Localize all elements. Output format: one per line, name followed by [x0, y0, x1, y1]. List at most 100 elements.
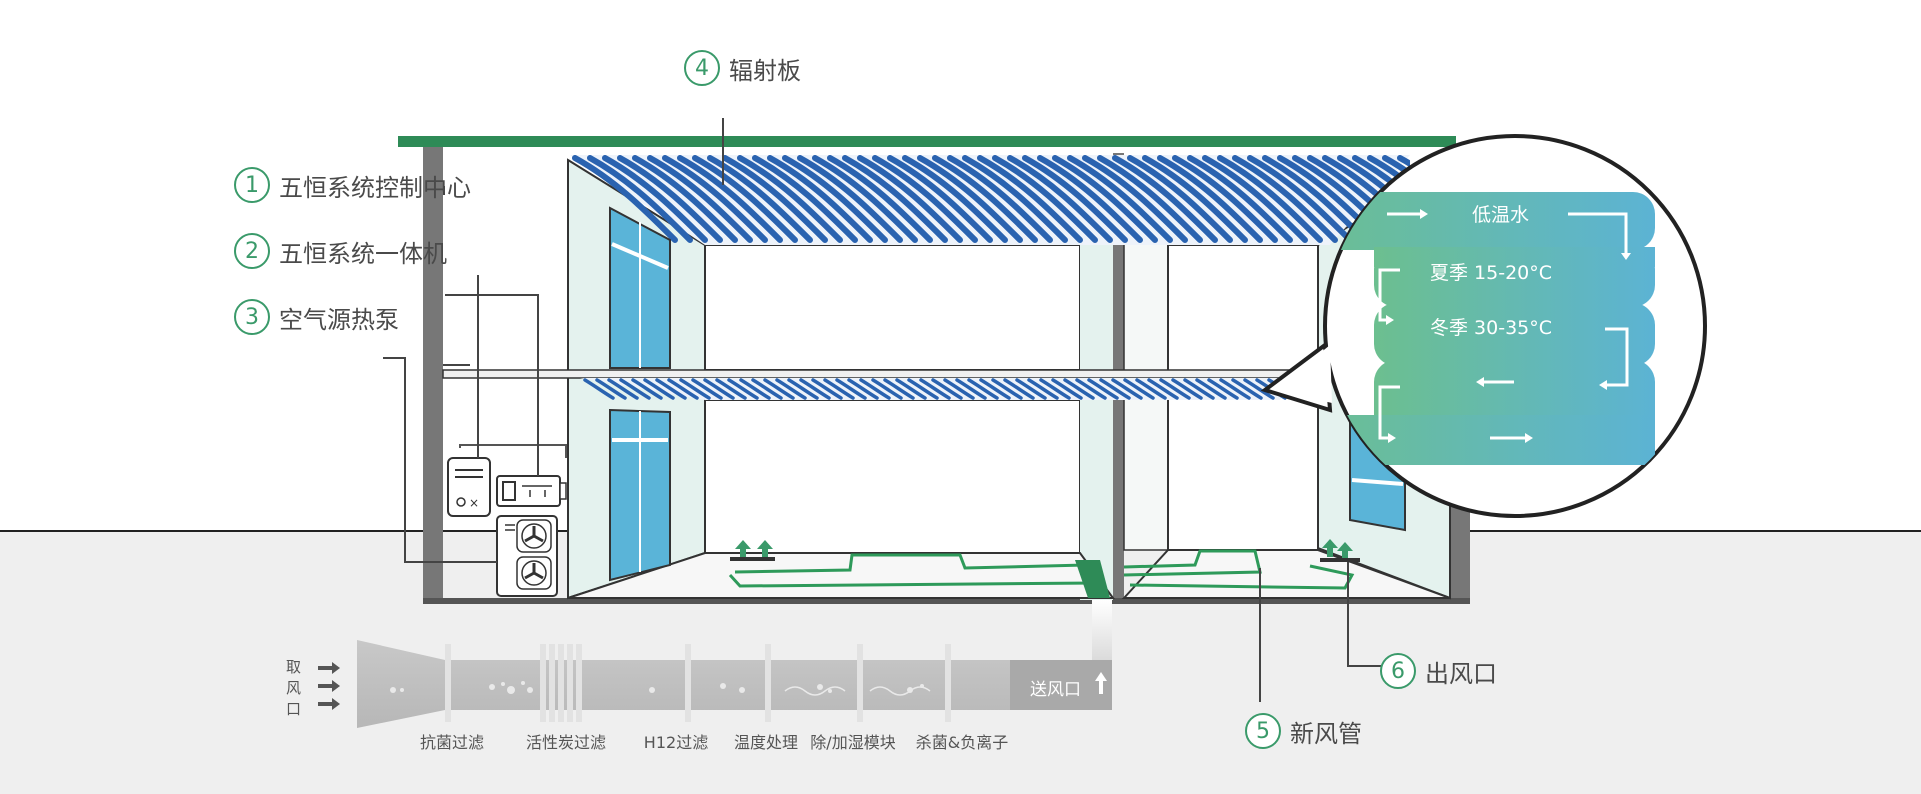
callout-air-outlet: 6 出风口 — [1380, 653, 1497, 689]
callout-radiant-panel: 4 辐射板 — [684, 50, 801, 86]
coil-loop — [1187, 155, 1293, 243]
coil-loop — [619, 378, 651, 400]
equipment-piping — [459, 444, 567, 458]
coil-loop — [1111, 378, 1143, 400]
airflow-waves — [784, 686, 931, 696]
callout-label: 五恒系统控制中心 — [279, 173, 471, 202]
coil-loop — [1127, 155, 1233, 243]
integrated-unit — [496, 475, 567, 507]
coil-loop — [1003, 378, 1035, 400]
coil-loop — [1247, 155, 1353, 243]
coil-loop — [1007, 155, 1113, 243]
coil-loop — [797, 155, 903, 243]
coil-loop — [1157, 155, 1263, 243]
coil-loop — [647, 155, 753, 243]
ground-floor-slab — [423, 598, 1470, 604]
coil-loop — [752, 155, 858, 243]
coil-loop — [902, 155, 1008, 243]
callout-number: 6 — [1380, 653, 1416, 689]
coil-loop — [1022, 155, 1128, 243]
filter-plate — [540, 644, 546, 722]
filter-plate — [945, 644, 951, 722]
stage-sterilization: 杀菌&负离子 — [915, 733, 1009, 752]
callout-number: 4 — [684, 50, 720, 86]
coil-loop — [787, 378, 819, 400]
supply-outlet-label: 送风口 — [1030, 680, 1081, 700]
callout-label: 辐射板 — [729, 56, 801, 85]
coil-loop — [1015, 378, 1047, 400]
water-flow-bands — [1325, 192, 1655, 465]
coil-loop — [775, 378, 807, 400]
lower-room-back-wall — [704, 399, 1081, 554]
coil-loop — [1217, 155, 1323, 243]
intake-char-3: 口 — [286, 700, 302, 718]
coil-loop — [907, 378, 939, 400]
filter-plate — [445, 644, 451, 722]
filter-stages — [445, 644, 951, 722]
radiant-panel-coils — [572, 155, 1410, 243]
coil-loop — [917, 155, 1023, 243]
leader-lines — [383, 118, 1382, 702]
stage-antibacterial-filter: 抗菌过滤 — [419, 733, 485, 752]
stage-h12-filter: H12过滤 — [643, 733, 709, 752]
coil-loop — [1219, 378, 1251, 400]
coil-loop — [587, 155, 693, 243]
coil-loop — [979, 378, 1011, 400]
winter-temperature: 冬季 30-35°C — [1430, 317, 1553, 339]
upper-room-back-wall — [704, 244, 1081, 371]
coil-loop — [1147, 378, 1179, 400]
coil-loop — [662, 155, 768, 243]
coil-loop — [872, 155, 978, 243]
coil-loop — [943, 378, 975, 400]
coil-loop — [1099, 378, 1131, 400]
coil-loop — [631, 378, 663, 400]
air-outlet-east — [1320, 539, 1360, 562]
coil-loop — [887, 155, 993, 243]
coil-loop — [955, 378, 987, 400]
right-room-side-wall — [1080, 245, 1113, 600]
filter-plate — [567, 644, 573, 722]
coil-loop — [932, 155, 1038, 243]
callout-label: 出风口 — [1425, 659, 1497, 688]
filter-plate — [857, 644, 863, 722]
coil-loop — [842, 155, 948, 243]
coil-loop — [691, 378, 723, 400]
flow-arrows — [1378, 212, 1629, 440]
coil-loop — [967, 378, 999, 400]
coil-loop — [1052, 155, 1158, 243]
coil-loop — [1112, 155, 1218, 243]
coil-loop — [1202, 155, 1308, 243]
coil-loop — [962, 155, 1068, 243]
coil-loop — [811, 378, 843, 400]
window-lower — [609, 408, 671, 582]
filter-plate — [685, 644, 691, 722]
callout-label: 空气源热泵 — [279, 305, 399, 334]
bubble-tail-cover — [1275, 345, 1332, 403]
coil-loop — [602, 155, 708, 243]
intake-char-1: 取 — [286, 658, 302, 676]
water-label: 低温水 — [1472, 204, 1530, 226]
coil-loop — [1087, 378, 1119, 400]
coil-loop — [727, 378, 759, 400]
stage-humidity-module: 除/加湿模块 — [810, 733, 896, 752]
coil-loop — [883, 378, 915, 400]
coil-loop — [799, 378, 831, 400]
coil-loop — [737, 155, 843, 243]
coil-loop — [857, 155, 963, 243]
coil-loop — [767, 155, 873, 243]
coil-loop — [1135, 378, 1167, 400]
filter-plate — [765, 644, 771, 722]
callout-number: 1 — [234, 167, 270, 203]
intake-arrows — [318, 662, 340, 710]
exterior-wall-left — [423, 147, 443, 602]
svg-text:×: × — [469, 496, 479, 510]
callout-heat-pump: 3 空气源热泵 — [234, 299, 399, 335]
filter-plate — [549, 644, 555, 722]
control-center-unit: × — [447, 457, 491, 517]
coil-loop — [812, 155, 918, 243]
coil-loop — [947, 155, 1053, 243]
coil-loop — [572, 155, 678, 243]
filter-plate — [576, 644, 582, 722]
coil-loop — [1232, 155, 1338, 243]
